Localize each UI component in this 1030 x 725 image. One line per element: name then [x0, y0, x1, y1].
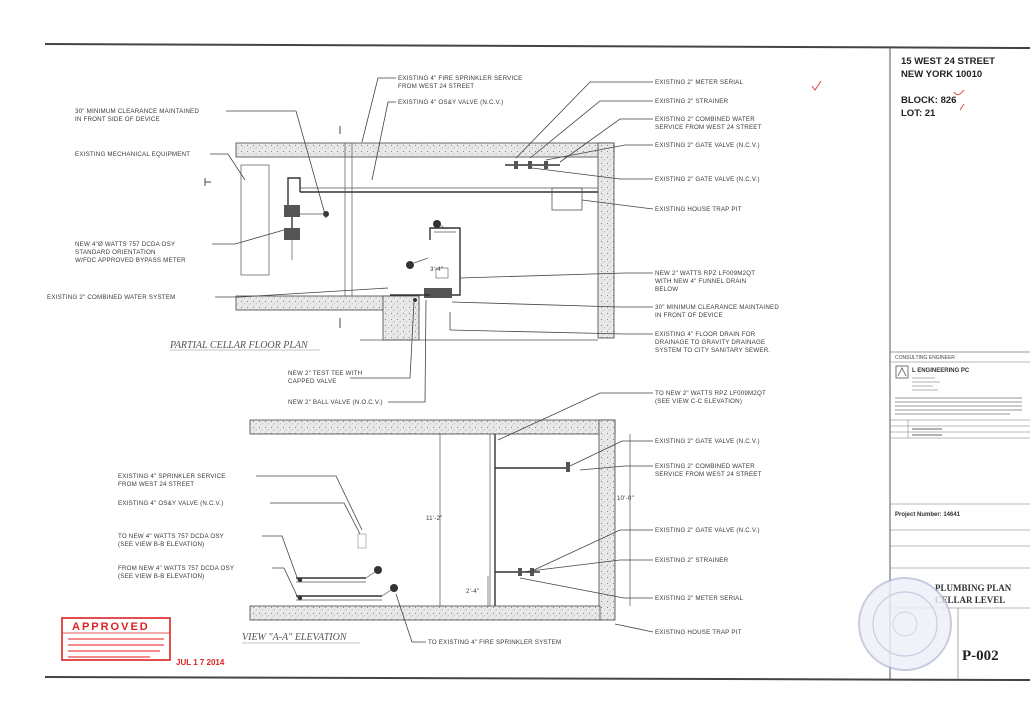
- label-elev-sprinkler-2: FROM WEST 24 STREET: [118, 481, 194, 488]
- mechanical-equipment: [240, 164, 270, 276]
- lot-number: LOT: 21: [901, 108, 936, 119]
- dim-3-4: 3'-4": [430, 266, 443, 273]
- title-block: 15 WEST 24 STREET NEW YORK 10010 BLOCK: …: [811, 56, 1030, 679]
- label-test-tee-2: CAPPED VALVE: [288, 378, 337, 385]
- label-floor-drain-1: EXISTING 4" FLOOR DRAIN FOR: [655, 331, 756, 338]
- valve-handle-icon: [433, 220, 441, 228]
- label-mech-equipment: EXISTING MECHANICAL EQUIPMENT: [75, 151, 190, 158]
- label-strainer: EXISTING 2" STRAINER: [655, 98, 729, 105]
- meter-group: [505, 161, 560, 169]
- stamp-approved: APPROVED: [72, 621, 150, 633]
- label-from-dcda-1: FROM NEW 4" WATTS 757 DCDA OSY: [118, 565, 234, 572]
- label-to-dcda-2: (SEE VIEW B-B ELEVATION): [118, 541, 204, 548]
- project-number: Project Number: 14641: [895, 512, 961, 518]
- label-meter-serial: EXISTING 2" METER SERIAL: [655, 79, 743, 86]
- rpz-assembly: [390, 220, 461, 302]
- consulting-label: CONSULTING ENGINEER: [895, 355, 955, 361]
- label-combined-water: EXISTING 2" COMBINED WATER SYSTEM: [47, 294, 175, 301]
- label-to-dcda-1: TO NEW 4" WATTS 757 DCDA OSY: [118, 533, 224, 540]
- label-dcda-1: NEW 4"Ø WATTS 757 DCDA OSY: [75, 241, 175, 248]
- sheet-border: [44, 43, 1030, 681]
- plan-title: PARTIAL CELLAR FLOOR PLAN: [169, 340, 309, 351]
- label-clearance-1b: IN FRONT SIDE OF DEVICE: [75, 116, 160, 123]
- label-elev-combined-1: EXISTING 2" COMBINED WATER: [655, 463, 755, 470]
- house-trap-pit: [551, 187, 583, 211]
- stamp-date: JUL 1 7 2014: [176, 658, 225, 667]
- dcda-assembly: [284, 177, 329, 260]
- label-gate-valve-2: EXISTING 2" GATE VALVE (N.C.V.): [655, 176, 760, 183]
- label-elev-gate-valve-2: EXISTING 2" GATE VALVE (N.C.V.): [655, 527, 760, 534]
- label-fire-service-2: FROM WEST 24 STREET: [398, 83, 474, 90]
- label-floor-drain-2: DRAINAGE TO GRAVITY DRAINAGE: [655, 339, 765, 346]
- block-number: BLOCK: 826: [901, 95, 956, 106]
- label-floor-drain-3: SYSTEM TO CITY SANITARY SEWER.: [655, 347, 770, 354]
- revision-table: [890, 420, 1030, 439]
- section-mark-b: [204, 178, 211, 186]
- block-mark-icon: [953, 89, 965, 111]
- partial-cellar-floor-plan: 3'-4" PARTIAL CELLAR FLOOR PLAN EXISTING…: [47, 75, 779, 406]
- address-line1: 15 WEST 24 STREET: [901, 56, 995, 67]
- label-to-rpz-2: (SEE VIEW C-C ELEVATION): [655, 398, 742, 405]
- label-elev-house-trap: EXISTING HOUSE TRAP PIT: [655, 629, 742, 636]
- label-to-fire: TO EXISTING 4" FIRE SPRINKLER SYSTEM: [428, 639, 561, 646]
- label-clearance-2b: IN FRONT OF DEVICE: [655, 312, 723, 319]
- approved-stamp: APPROVED: [61, 617, 171, 661]
- label-elev-meter-serial: EXISTING 2" METER SERIAL: [655, 595, 743, 602]
- firm-address-block: [912, 377, 940, 391]
- firm-logo-icon: [895, 365, 909, 379]
- check-mark-icon: [811, 80, 822, 91]
- label-fire-service: EXISTING 4" FIRE SPRINKLER SERVICE: [398, 75, 522, 82]
- label-elev-combined-2: SERVICE FROM WEST 24 STREET: [655, 471, 762, 478]
- dim-2-4: 2'-4": [466, 588, 479, 595]
- dim-10-0: 10'-0": [617, 495, 634, 502]
- label-elev-strainer: EXISTING 2" STRAINER: [655, 557, 729, 564]
- valve-handle-icon: [374, 566, 382, 574]
- label-clearance-1: 30" MINIMUM CLEARANCE MAINTAINED: [75, 108, 199, 115]
- label-ball-valve: NEW 2" BALL VALVE (N.O.C.V.): [288, 399, 383, 406]
- valve-handle-icon: [390, 584, 398, 592]
- elev-floor: [249, 605, 601, 621]
- firm-name: L ENGINEERING PC: [912, 368, 970, 374]
- elev-wall-right: [598, 419, 616, 621]
- notes-block: [895, 397, 1022, 415]
- label-rpz-1: NEW 2" WATTS RPZ LF009M2QT: [655, 270, 755, 277]
- label-test-tee-1: NEW 2" TEST TEE WITH: [288, 370, 362, 377]
- label-gate-valve-1: EXISTING 2" GATE VALVE (N.C.V.): [655, 142, 760, 149]
- label-osy-valve: EXISTING 4" OS&Y VALVE (N.C.V.): [398, 99, 503, 106]
- valve-handle-icon: [406, 261, 414, 269]
- label-combined-service-1: EXISTING 2" COMBINED WATER: [655, 116, 755, 123]
- wall-right: [597, 142, 615, 339]
- address-line2: NEW YORK 10010: [901, 69, 982, 80]
- elev-valve-group: [495, 462, 570, 576]
- label-rpz-2: WITH NEW 4" FUNNEL DRAIN: [655, 278, 746, 285]
- label-elev-osy-valve: EXISTING 4" OS&Y VALVE (N.C.V.): [118, 500, 223, 507]
- label-to-rpz-1: TO NEW 2" WATTS RPZ LF009M2QT: [655, 390, 766, 397]
- label-from-dcda-2: (SEE VIEW B-B ELEVATION): [118, 573, 204, 580]
- sheet-number: P-002: [962, 648, 999, 664]
- label-rpz-3: BELOW: [655, 286, 678, 293]
- label-dcda-2: STANDARD ORIENTATION: [75, 249, 156, 256]
- label-elev-sprinkler-1: EXISTING 4" SPRINKLER SERVICE: [118, 473, 226, 480]
- elev-ceiling: [249, 419, 616, 435]
- engineer-seal-icon: [858, 577, 952, 671]
- view-aa-elevation: 11'-2" 10'-0" 2'-4" VIEW ": [118, 390, 766, 646]
- drawing-title-2: CELLAR LEVEL: [935, 595, 1005, 605]
- elev-sprinkler-pipes: [296, 533, 398, 601]
- label-dcda-3: W/FDC APPROVED BYPASS METER: [75, 257, 186, 264]
- wall-top: [235, 142, 615, 158]
- label-house-trap: EXISTING HOUSE TRAP PIT: [655, 206, 742, 213]
- label-clearance-2: 30" MINIMUM CLEARANCE MAINTAINED: [655, 304, 779, 311]
- drawing-title-1: PLUMBING PLAN: [935, 583, 1012, 593]
- elev-title: VIEW "A-A" ELEVATION: [242, 632, 348, 643]
- label-combined-service-2: SERVICE FROM WEST 24 STREET: [655, 124, 762, 131]
- label-elev-gate-valve-1: EXISTING 2" GATE VALVE (N.C.V.): [655, 438, 760, 445]
- dim-11-2: 11'-2": [426, 515, 443, 522]
